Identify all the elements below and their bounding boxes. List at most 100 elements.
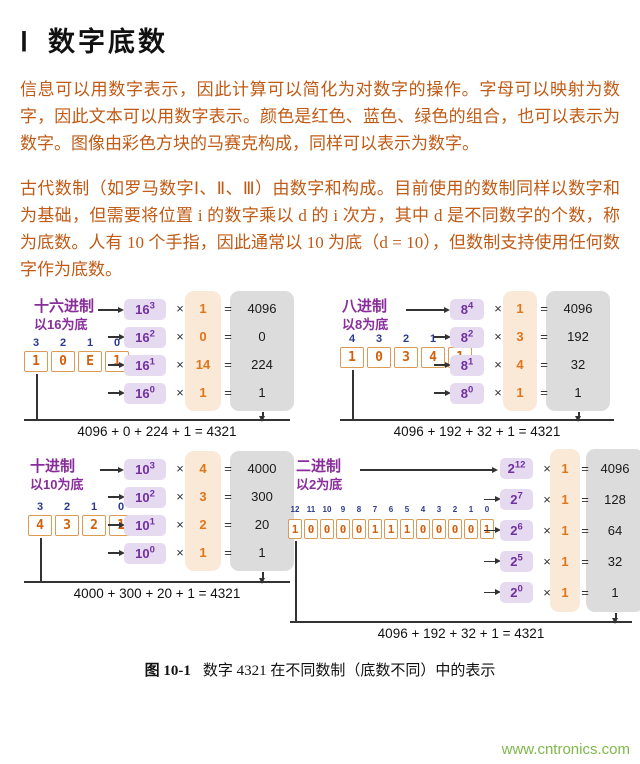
digit-box: 3 — [55, 515, 79, 537]
figure-caption-label: 图 10-1 — [144, 663, 191, 680]
calc-row: 26×1=64 — [484, 515, 638, 546]
result-band — [230, 451, 294, 572]
left-connector-line — [352, 370, 354, 420]
row-connector-arrow — [108, 522, 125, 527]
row-connector-arrow — [434, 362, 451, 367]
position-index: 3 — [32, 337, 40, 350]
power-term: 81 — [450, 354, 484, 376]
label-arrow — [98, 307, 124, 312]
result-down-arrow — [259, 412, 265, 423]
times-sign: × — [176, 461, 184, 477]
result-value: 1 — [611, 585, 619, 601]
power-term: 162 — [124, 326, 166, 348]
panel-title: 二进制 — [296, 458, 342, 476]
multiplier-band — [185, 451, 221, 572]
position-index: 1 — [468, 505, 474, 515]
position-index: 0 — [113, 337, 121, 350]
paragraph-2: 古代数制（如罗马数字Ⅰ、Ⅱ、Ⅲ）由数字和构成。目前使用的数制同样以数字和为基础，… — [20, 178, 620, 280]
sum-line: 4000 + 300 + 20 + 1 = 4321 — [73, 586, 241, 602]
panel-title: 十进制 — [30, 458, 76, 476]
multiplier: 1 — [516, 385, 524, 401]
times-sign: × — [543, 461, 551, 477]
panel-dec: 十进制以10为底32104321103×4=4000102×3=300101×2… — [18, 449, 320, 621]
position-index: 6 — [388, 505, 394, 515]
multiplier: 1 — [561, 523, 569, 539]
result-value: 64 — [607, 523, 623, 539]
row-connector-arrow — [484, 496, 501, 502]
result-down-arrow — [612, 613, 618, 625]
result-value: 224 — [251, 357, 273, 373]
times-sign: × — [494, 301, 502, 317]
sum-line: 4096 + 0 + 224 + 1 = 4321 — [77, 424, 237, 440]
result-value: 1 — [574, 385, 582, 401]
position-index: 2 — [63, 501, 71, 514]
digit-box: 1 — [340, 347, 364, 369]
result-band — [230, 291, 294, 412]
row-connector-arrow — [434, 390, 451, 395]
times-sign: × — [494, 385, 502, 401]
times-sign: × — [176, 357, 184, 373]
equals-sign: = — [224, 357, 232, 373]
times-sign: × — [176, 301, 184, 317]
power-term: 20 — [500, 582, 533, 604]
paragraph-1: 信息可以用数字表示，因此计算可以简化为对数字的操作。字母可以映射为数字，因此文本… — [20, 80, 620, 154]
multiplier: 1 — [199, 385, 207, 401]
digit-box: 1 — [480, 519, 494, 540]
panel-oct: 八进制以8为底432101034184×1=409682×3=19281×4=3… — [328, 291, 640, 445]
position-index: 11 — [306, 505, 316, 515]
multiplier: 1 — [199, 545, 207, 561]
calc-row: 161×14=224 — [108, 351, 288, 379]
digit-box: 3 — [394, 347, 418, 369]
result-down-arrow — [575, 412, 581, 423]
result-value: 4096 — [247, 301, 277, 317]
position-index: 2 — [452, 505, 458, 515]
position-index: 1 — [429, 333, 437, 346]
digit-box: 1 — [368, 519, 382, 540]
position-index: 10 — [322, 505, 332, 515]
calc-row: 25×1=32 — [484, 546, 638, 577]
multiplier: 1 — [516, 301, 524, 317]
times-sign: × — [494, 357, 502, 373]
digit-box: 1 — [24, 351, 48, 373]
calc-row: 212×1=4096 — [500, 453, 638, 484]
multiplier: 4 — [199, 461, 207, 477]
digit-box: 0 — [304, 519, 318, 540]
result-value: 4096 — [563, 301, 593, 317]
left-connector-line — [295, 541, 297, 622]
power-term: 103 — [124, 458, 166, 480]
multiplier: 1 — [561, 585, 569, 601]
panel-base-label: 以10为底 — [30, 477, 84, 493]
label-arrow — [406, 307, 450, 312]
times-sign: × — [176, 385, 184, 401]
power-term: 80 — [450, 382, 484, 404]
digit-box: 0 — [352, 519, 366, 540]
left-connector-line — [40, 538, 42, 582]
digit-box: 1 — [288, 519, 302, 540]
equals-sign: = — [224, 545, 232, 561]
digit-box: 4 — [28, 515, 52, 537]
equals-sign: = — [581, 492, 589, 508]
sum-rule-line — [340, 419, 614, 421]
multiplier: 1 — [199, 301, 207, 317]
calc-row: 81×4=32 — [434, 351, 604, 379]
result-value: 300 — [251, 489, 273, 505]
position-index: 4 — [420, 505, 426, 515]
digit-box: 0 — [51, 351, 75, 373]
position-index: 1 — [86, 337, 94, 350]
multiplier: 3 — [516, 329, 524, 345]
row-connector-arrow — [484, 527, 501, 533]
position-index: 4 — [348, 333, 356, 346]
sum-line: 4096 + 192 + 32 + 1 = 4321 — [393, 424, 561, 440]
result-value: 0 — [258, 329, 266, 345]
equals-sign: = — [224, 461, 232, 477]
times-sign: × — [543, 492, 551, 508]
result-value: 32 — [570, 357, 586, 373]
digit-box: 4 — [421, 347, 445, 369]
multiplier: 2 — [199, 517, 207, 533]
power-term: 82 — [450, 326, 484, 348]
position-index: 3 — [36, 501, 44, 514]
